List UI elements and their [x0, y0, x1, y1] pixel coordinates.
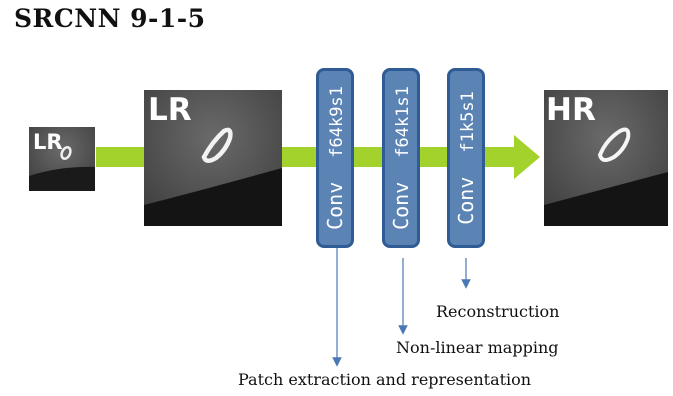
hr-label: HR	[546, 92, 596, 128]
stage-label-non-linear-mapping: Non-linear mapping	[396, 338, 559, 357]
conv-layer-2-spec: f64k1s1	[393, 86, 413, 158]
conv-layer-3-spec: f1k5s1	[458, 91, 478, 153]
lr-small-image	[29, 127, 95, 191]
conv-layer-3: Conv f1k5s1	[447, 68, 485, 248]
conv-layer-3-op: Conv	[454, 176, 478, 225]
lr-small-label: LR	[33, 130, 63, 154]
lr-large-label: LR	[148, 92, 192, 128]
stage-label-reconstruction: Reconstruction	[436, 302, 560, 321]
conv-layer-1: Conv f64k9s1	[316, 68, 354, 248]
conv-layer-2: Conv f64k1s1	[382, 68, 420, 248]
conv-layer-2-op: Conv	[389, 181, 413, 230]
hr-image	[544, 90, 668, 226]
diagram-title: SRCNN 9-1-5	[14, 4, 206, 33]
stage-label-patch-extraction: Patch extraction and representation	[238, 370, 532, 389]
conv-layer-1-op: Conv	[323, 181, 347, 230]
conv-layer-1-spec: f64k9s1	[327, 86, 347, 158]
lr-large-image	[144, 90, 282, 226]
